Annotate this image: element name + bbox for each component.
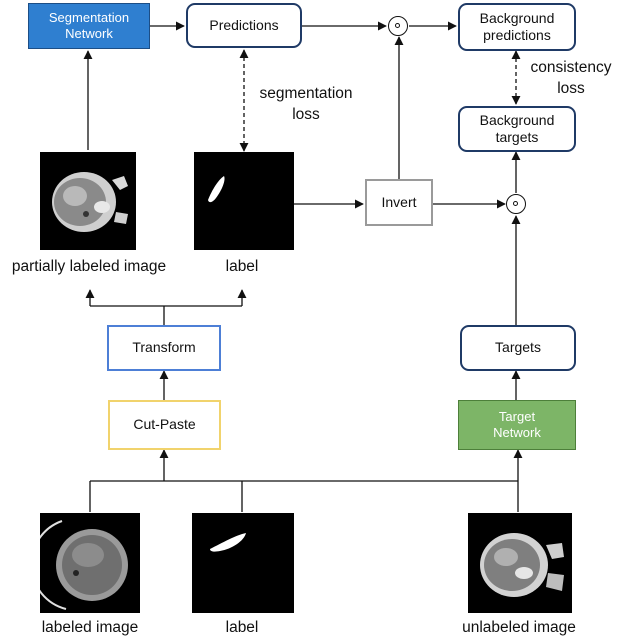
target-network-box: Target Network	[458, 400, 576, 450]
segmentation-network-label: Segmentation Network	[48, 9, 130, 41]
segmentation-mask-icon	[210, 533, 246, 552]
label-mask-top	[194, 152, 294, 250]
background-targets-label: Background targets	[479, 111, 555, 146]
targets-box: Targets	[460, 325, 576, 371]
partially-labeled-image-caption: partially labeled image	[11, 258, 167, 275]
predictions-box: Predictions	[186, 3, 302, 48]
targets-label: Targets	[495, 339, 541, 356]
cut-paste-box: Cut-Paste	[108, 400, 221, 450]
background-targets-box: Background targets	[458, 106, 576, 152]
elementwise-operator-icon	[506, 194, 526, 214]
transform-box: Transform	[107, 325, 221, 371]
unlabeled-image	[468, 513, 572, 613]
background-predictions-box: Background predictions	[458, 3, 576, 51]
ct-scan-icon	[40, 520, 128, 610]
transform-label: Transform	[132, 339, 196, 356]
ct-scan-icon	[52, 172, 128, 232]
labeled-image	[40, 513, 140, 613]
consistency-loss-label: consistency loss	[530, 59, 612, 97]
background-predictions-label: Background predictions	[479, 9, 555, 44]
segmentation-network-box: Segmentation Network	[28, 3, 150, 49]
partially-labeled-image	[40, 152, 136, 250]
invert-box: Invert	[365, 179, 433, 226]
label-caption-bottom: label	[225, 619, 259, 636]
invert-label: Invert	[381, 193, 417, 210]
label-mask-bottom	[192, 513, 294, 613]
predictions-label: Predictions	[209, 16, 279, 33]
label-caption-top: label	[225, 258, 259, 275]
ct-scan-icon	[480, 533, 564, 597]
elementwise-operator-icon	[388, 16, 408, 36]
labeled-image-caption: labeled image	[41, 619, 139, 636]
segmentation-loss-label: segmentation loss	[259, 85, 353, 123]
target-network-label: Target Network	[493, 408, 541, 440]
cut-paste-label: Cut-Paste	[133, 416, 196, 433]
unlabeled-image-caption: unlabeled image	[462, 619, 576, 636]
segmentation-mask-icon	[208, 176, 225, 203]
